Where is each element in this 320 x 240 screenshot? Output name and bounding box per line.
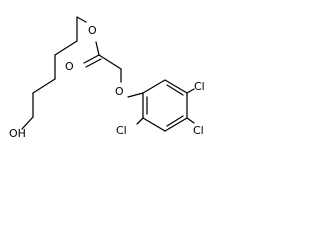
bond-ring-chlorine-5: [186, 88, 195, 94]
ring-bond-5-6: [142, 117, 166, 132]
chlorine-5-label: Cl: [194, 80, 205, 93]
bond-carbonyl-ch2: [98, 54, 122, 70]
bond-hydroxyl-c1: [21, 116, 34, 130]
ring-bond-2-3: [164, 79, 188, 94]
bond-carbonyl-double-2: [85, 58, 102, 68]
chlorine-4-label: Cl: [193, 124, 204, 137]
ether-oxygen-label: O: [115, 85, 124, 98]
carbonyl-oxygen-label: O: [65, 60, 74, 73]
bond-c2-c3: [32, 78, 56, 94]
bond-ester-oxygen-carbonyl: [95, 41, 100, 56]
bond-c4-c5: [54, 40, 78, 56]
molecule-structure-diagram: OH O O O Cl Cl Cl: [9, 16, 205, 140]
bond-ether-oxygen-ring: [127, 92, 144, 98]
ring-double-bond-a: [166, 84, 184, 96]
bond-ring-chlorine-2: [136, 117, 144, 125]
ring-double-bond-b: [166, 115, 184, 127]
ring-bond-1-2: [142, 79, 166, 94]
ring-bond-4-5: [164, 117, 188, 132]
bond-carbonyl-double-1: [83, 54, 100, 64]
bond-c6-ester-oxygen: [76, 16, 87, 23]
ester-oxygen-label: O: [88, 24, 97, 37]
hydroxyl-label: OH: [9, 127, 26, 140]
chlorine-2-label: Cl: [116, 124, 127, 137]
bond-ring-chlorine-4: [186, 117, 195, 124]
